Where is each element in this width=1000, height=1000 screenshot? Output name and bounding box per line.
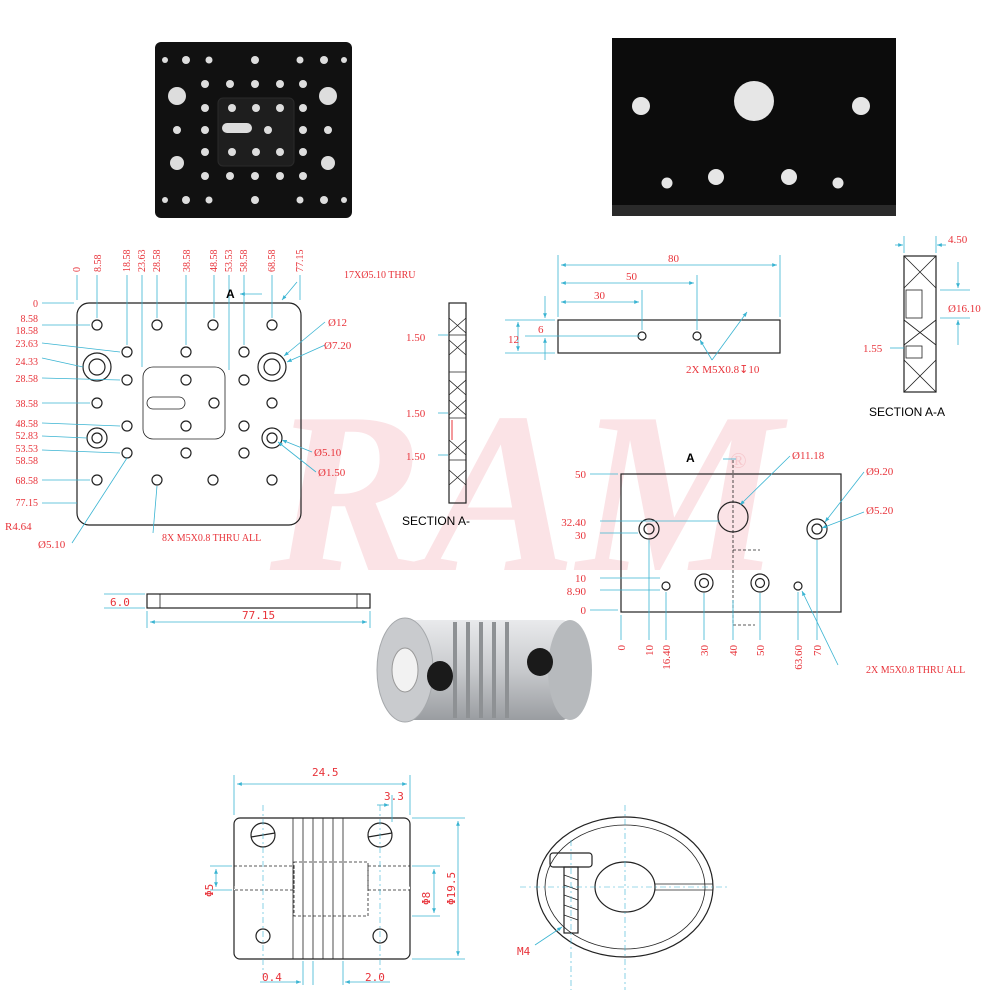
svg-text:80: 80: [668, 253, 680, 265]
svg-text:6: 6: [538, 324, 544, 336]
plate-outline: [76, 302, 302, 526]
plate-section-view: 1.50 1.50 1.50 SECTION A-: [402, 302, 470, 528]
svg-text:Φ19.5: Φ19.5: [445, 872, 458, 905]
plate-callout-d720: Ø7.20: [324, 340, 352, 352]
svg-text:63.60: 63.60: [793, 645, 805, 670]
coupler-side-view: 24.5 3.3 Φ5 Φ8 Φ19.5 0.4 2.0: [203, 766, 465, 985]
svg-text:77.15: 77.15: [295, 250, 306, 273]
plate-center-pocket: [142, 366, 226, 440]
svg-text:8.58: 8.58: [21, 314, 39, 325]
svg-text:77.15: 77.15: [16, 498, 39, 509]
svg-text:40: 40: [728, 645, 740, 657]
svg-text:0: 0: [33, 299, 38, 310]
svg-text:10: 10: [644, 645, 656, 657]
watermark-registered-mark: ®: [730, 448, 747, 473]
svg-text:3.3: 3.3: [384, 790, 404, 803]
svg-text:30: 30: [594, 290, 606, 302]
plate-left-dims: 0 8.58 18.58 23.63 24.33 28.58 38.58 48.…: [16, 299, 39, 509]
svg-text:50: 50: [575, 469, 587, 481]
svg-text:Ø16.10: Ø16.10: [948, 303, 981, 315]
svg-text:58.58: 58.58: [16, 456, 39, 467]
mount-side-view: 80 50 30 6 12 2X M5X0.8↧10: [505, 253, 781, 376]
plate-callout-d510: Ø5.10: [314, 447, 342, 459]
watermark-text: RAM: [269, 365, 788, 620]
svg-text:68.58: 68.58: [16, 476, 39, 487]
svg-text:1.50: 1.50: [406, 408, 426, 420]
svg-text:M4: M4: [517, 945, 531, 958]
plate-callout-radius: R4.64: [5, 521, 32, 533]
svg-text:1.50: 1.50: [406, 451, 426, 463]
plate-thickness: 6.0: [110, 596, 130, 609]
svg-text:23.63: 23.63: [16, 339, 39, 350]
svg-text:Φ8: Φ8: [420, 892, 433, 905]
svg-text:16.40: 16.40: [661, 645, 673, 670]
plate-section-label: SECTION A-: [402, 514, 470, 528]
mount-side-callout: 2X M5X0.8↧10: [686, 364, 760, 376]
svg-text:24.33: 24.33: [16, 357, 39, 368]
svg-text:53.53: 53.53: [16, 444, 39, 455]
photo-gantry-plate: [155, 42, 352, 218]
svg-text:8.58: 8.58: [93, 255, 104, 273]
plate-length: 77.15: [242, 609, 275, 622]
plate-callout-tapped: 8X M5X0.8 THRU ALL: [162, 533, 261, 544]
plate-holes: [82, 319, 287, 486]
svg-text:Ø9.20: Ø9.20: [866, 466, 894, 478]
svg-text:58.58: 58.58: [239, 250, 250, 273]
plate-callout-d150: Ø1.50: [318, 467, 346, 479]
svg-text:30: 30: [575, 530, 587, 542]
plate-side-view: 6.0 77.15: [104, 593, 371, 628]
svg-text:2X M5X0.8 THRU ALL: 2X M5X0.8 THRU ALL: [866, 665, 965, 676]
svg-text:30: 30: [699, 645, 711, 657]
mount-section-label: SECTION A-A: [869, 405, 945, 419]
svg-text:24.5: 24.5: [312, 766, 339, 779]
svg-text:38.58: 38.58: [182, 250, 193, 273]
photo-flex-coupler: [376, 617, 592, 723]
plate-section-marker: A: [226, 287, 235, 301]
svg-text:23.63: 23.63: [137, 250, 148, 273]
plate-top-dims: 0 8.58 18.58 23.63 28.58 38.58 48.58 53.…: [72, 250, 306, 273]
plate-callout-thru-holes: 17XØ5.10 THRU: [344, 270, 416, 281]
plate-callout-d12: Ø12: [328, 317, 347, 329]
svg-text:70: 70: [812, 645, 824, 657]
svg-text:12: 12: [508, 334, 519, 346]
svg-text:32.40: 32.40: [561, 517, 586, 529]
svg-text:48.58: 48.58: [209, 250, 220, 273]
photo-motor-mount: [612, 38, 896, 216]
svg-text:0: 0: [616, 645, 628, 651]
svg-text:0: 0: [581, 605, 587, 617]
svg-text:18.58: 18.58: [16, 326, 39, 337]
svg-text:50: 50: [755, 645, 767, 657]
mount-front-section-marker: A: [686, 451, 695, 465]
svg-text:8.90: 8.90: [567, 586, 587, 598]
watermark: RAM ®: [269, 365, 788, 620]
svg-text:4.50: 4.50: [948, 234, 968, 246]
svg-text:Ø5.20: Ø5.20: [866, 505, 894, 517]
plate-center-slot: [146, 396, 186, 410]
svg-text:2.0: 2.0: [365, 971, 385, 984]
mount-section-view: 4.50 Ø16.10 1.55 SECTION A-A: [863, 234, 981, 419]
svg-text:50: 50: [626, 271, 638, 283]
svg-text:18.58: 18.58: [122, 250, 133, 273]
svg-text:0: 0: [72, 267, 83, 272]
svg-text:28.58: 28.58: [16, 374, 39, 385]
plate-drawing: A 0 8.58 18.58 23.63 28.58 38.58 48.58 5…: [5, 250, 416, 552]
svg-text:Ø11.18: Ø11.18: [792, 450, 825, 462]
mount-front-view: A 50 32.40 30 10 8.90 0 0 10 16.40 30 40…: [561, 450, 965, 676]
coupler-end-view: M4: [517, 805, 730, 990]
svg-text:52.83: 52.83: [16, 431, 39, 442]
svg-text:Φ5: Φ5: [203, 884, 216, 897]
svg-text:0.4: 0.4: [262, 971, 282, 984]
svg-text:68.58: 68.58: [267, 250, 278, 273]
svg-text:10: 10: [575, 573, 587, 585]
svg-text:38.58: 38.58: [16, 399, 39, 410]
svg-text:48.58: 48.58: [16, 419, 39, 430]
svg-text:28.58: 28.58: [152, 250, 163, 273]
svg-text:53.53: 53.53: [224, 250, 235, 273]
plate-callout-d510-bottom: Ø5.10: [38, 539, 66, 551]
svg-text:1.55: 1.55: [863, 343, 883, 355]
svg-text:1.50: 1.50: [406, 332, 426, 344]
